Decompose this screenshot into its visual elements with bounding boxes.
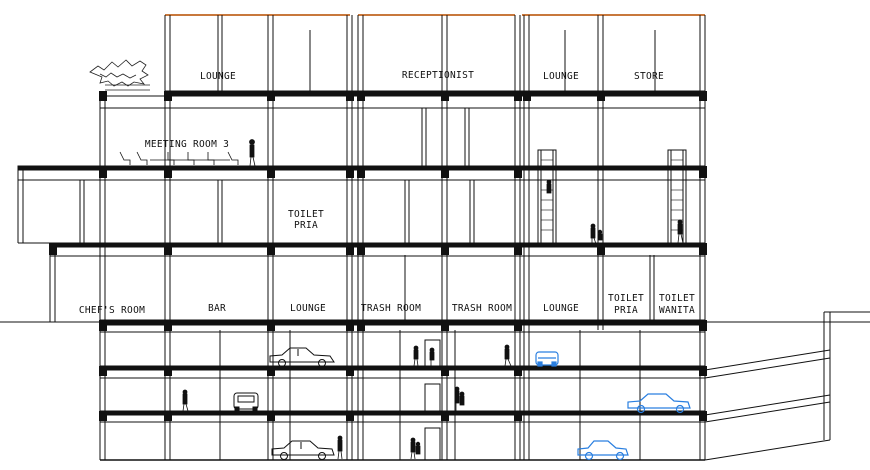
room-label-toilet-pria-mid-line1: TOILET xyxy=(287,209,325,220)
room-label-trash-room-1: TRASH ROOM xyxy=(360,303,422,314)
room-label-bar: BAR xyxy=(207,303,227,314)
room-label-store: STORE xyxy=(633,71,665,82)
room-label-lounge-top-left: LOUNGE xyxy=(199,71,237,82)
car-icon xyxy=(535,351,559,367)
car-icon xyxy=(233,392,259,412)
room-label-toilet-wanita-line1: TOILET xyxy=(658,293,696,304)
car-icon xyxy=(577,440,629,461)
person-icon xyxy=(337,435,343,460)
person-icon xyxy=(677,219,684,244)
room-label-toilet-pria-ground-line1: TOILET xyxy=(607,293,645,304)
room-label-lounge-ground-1: LOUNGE xyxy=(289,303,327,314)
door-b2 xyxy=(424,383,441,412)
person-icon xyxy=(413,345,419,367)
person-icon xyxy=(590,223,597,245)
parking-ramp xyxy=(704,311,870,461)
person-icon xyxy=(182,389,189,412)
person-icon xyxy=(454,386,460,411)
room-label-chefs-room: CHEF'S ROOM xyxy=(78,305,146,316)
room-label-toilet-pria-ground-line2: PRIA xyxy=(613,305,639,316)
room-label-lounge-ground-2: LOUNGE xyxy=(542,303,580,314)
columns xyxy=(79,15,706,460)
person-icon xyxy=(415,441,421,455)
person-icon xyxy=(597,229,603,241)
column-caps xyxy=(49,91,707,421)
door-b3 xyxy=(424,427,441,461)
room-label-lounge-top-right: LOUNGE xyxy=(542,71,580,82)
room-label-toilet-pria-mid-line2: PRIA xyxy=(293,220,319,231)
room-label-trash-room-2: TRASH ROOM xyxy=(451,303,513,314)
car-icon xyxy=(269,347,335,367)
escalators xyxy=(529,149,690,246)
person-icon xyxy=(410,437,416,460)
room-label-receptionist: RECEPTIONIST xyxy=(401,70,475,81)
door-b1 xyxy=(424,339,441,367)
room-label-meeting-room: MEETING ROOM 3 xyxy=(144,139,230,150)
floor-slabs xyxy=(17,90,706,461)
car-icon xyxy=(627,393,691,414)
room-label-toilet-wanita-line2: WANITA xyxy=(658,305,696,316)
car-icon xyxy=(271,440,335,460)
person-icon xyxy=(249,139,256,167)
person-icon xyxy=(546,179,552,194)
highlight-cars xyxy=(535,351,691,461)
vegetation-icon xyxy=(89,59,150,91)
cars xyxy=(233,347,335,460)
person-icon xyxy=(429,347,435,366)
person-icon xyxy=(459,391,465,406)
meeting-chairs xyxy=(119,151,239,165)
people-figures xyxy=(182,139,684,460)
person-icon xyxy=(504,344,512,367)
